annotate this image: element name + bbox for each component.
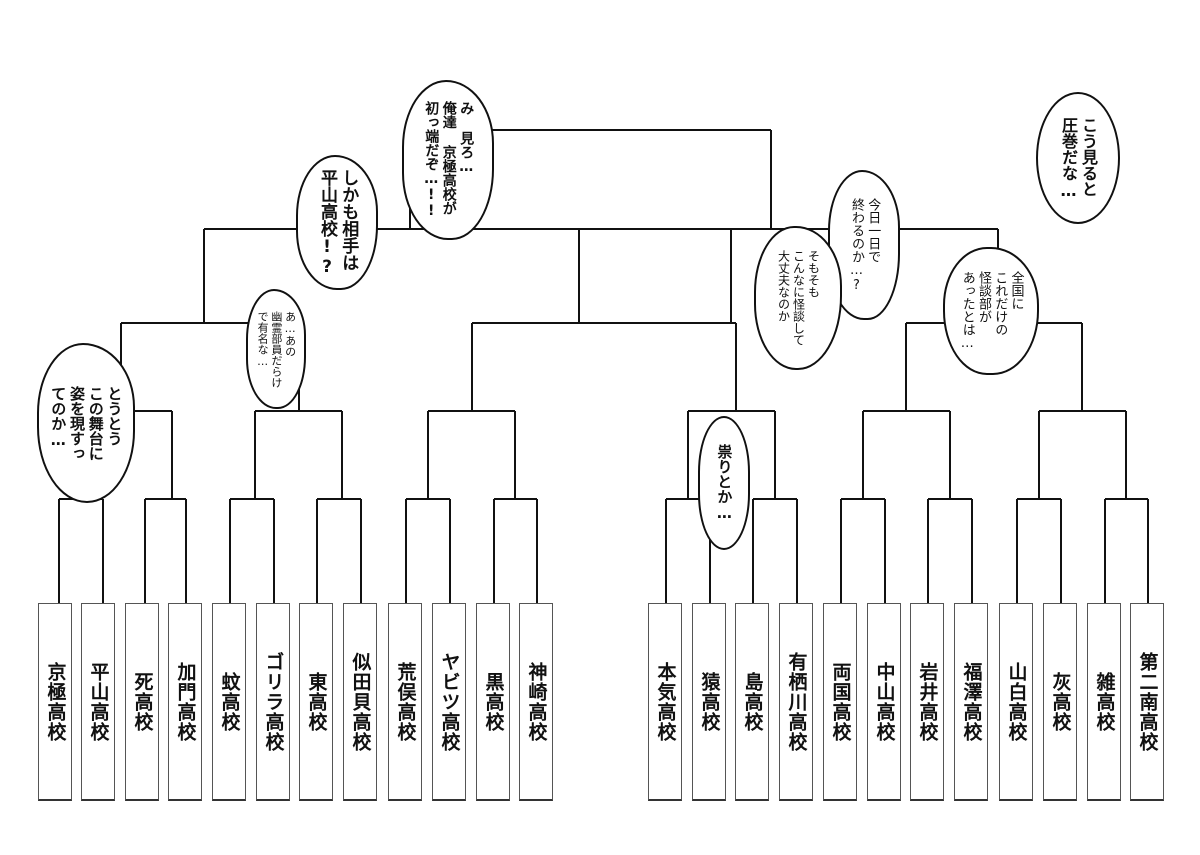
bubble-text: 全国に これだけの 怪談部が あったとは…: [959, 271, 1024, 351]
speech-bubble-finally: とうとう この舞台に 姿を現すっ てのか…: [37, 343, 135, 503]
team-slot: ヤビツ高校: [432, 603, 466, 801]
bubble-text: しかも相手は 平山高校!?: [317, 168, 359, 277]
speech-bubble-okay: そもそも こんなに怪談して 大丈夫なのか: [754, 226, 842, 370]
team-name: ゴリラ高校: [262, 651, 285, 752]
speech-bubble-opponent: しかも相手は 平山高校!?: [296, 155, 378, 290]
team-slot: 神崎高校: [519, 603, 553, 801]
team-name: 似田貝高校: [349, 651, 372, 752]
team-slot: 荒俣高校: [388, 603, 422, 801]
team-name: ヤビツ高校: [438, 651, 461, 752]
team-name: 雑高校: [1093, 671, 1116, 732]
team-name: 両国高校: [829, 661, 852, 742]
team-slot: 死高校: [125, 603, 159, 801]
team-name: 岩井高校: [916, 661, 939, 742]
bubble-text: み 見ろ… 俺達 京極高校が 初っ端だぞ…!!: [423, 101, 475, 219]
team-slot: 山白高校: [999, 603, 1033, 801]
team-slot: 灰高校: [1043, 603, 1077, 801]
speech-bubble-overwhelming: こう見ると 圧巻だな…: [1036, 92, 1120, 224]
team-slot: 似田貝高校: [343, 603, 377, 801]
team-name: 本気高校: [654, 661, 677, 742]
team-slot: 両国高校: [823, 603, 857, 801]
team-slot: 黒高校: [476, 603, 510, 801]
team-slot: 有栖川高校: [779, 603, 813, 801]
team-slot: 第二南高校: [1130, 603, 1164, 801]
bubble-text: あ…あの 幽霊部員だらけ で有名な…: [256, 310, 297, 388]
bubble-text: こう見ると 圧巻だな…: [1059, 116, 1098, 200]
speech-bubble-ghost: あ…あの 幽霊部員だらけ で有名な…: [246, 289, 306, 409]
team-name: 蚊高校: [218, 671, 241, 732]
team-name: 灰高校: [1049, 671, 1072, 732]
team-slot: ゴリラ高校: [256, 603, 290, 801]
team-name: 島高校: [741, 671, 764, 732]
team-slot: 京極高校: [38, 603, 72, 801]
team-name: 猿高校: [698, 671, 721, 732]
team-name: 死高校: [131, 671, 154, 732]
team-slot: 本気高校: [648, 603, 682, 801]
speech-bubble-nationwide: 全国に これだけの 怪談部が あったとは…: [943, 247, 1039, 375]
team-slot: 蚊高校: [212, 603, 246, 801]
team-slot: 岩井高校: [910, 603, 944, 801]
team-name: 第二南高校: [1136, 651, 1159, 752]
team-slot: 島高校: [735, 603, 769, 801]
bubble-text: そもそも こんなに怪談して 大丈夫なのか: [776, 250, 821, 346]
speech-bubble-look: み 見ろ… 俺達 京極高校が 初っ端だぞ…!!: [402, 80, 494, 240]
team-slot: 雑高校: [1087, 603, 1121, 801]
team-name: 荒俣高校: [394, 661, 417, 742]
team-name: 加門高校: [174, 661, 197, 742]
team-name: 有栖川高校: [785, 651, 808, 752]
bubble-text: 祟りとか…: [715, 444, 734, 522]
team-slot: 東高校: [299, 603, 333, 801]
team-slot: 中山高校: [867, 603, 901, 801]
bubble-text: とうとう この舞台に 姿を現すっ てのか…: [49, 385, 124, 461]
team-slot: 平山高校: [81, 603, 115, 801]
team-name: 神崎高校: [525, 661, 548, 742]
team-name: 東高校: [305, 671, 328, 732]
team-name: 京極高校: [44, 661, 67, 742]
speech-bubble-curse: 祟りとか…: [698, 416, 750, 550]
team-slot: 福澤高校: [954, 603, 988, 801]
team-name: 平山高校: [87, 661, 110, 742]
team-slot: 加門高校: [168, 603, 202, 801]
team-name: 黒高校: [482, 671, 505, 732]
team-name: 山白高校: [1005, 661, 1028, 742]
team-name: 中山高校: [873, 661, 896, 742]
team-slot: 猿高校: [692, 603, 726, 801]
team-name: 福澤高校: [960, 661, 983, 742]
bubble-text: 今日一日で 終わるのか…?: [849, 197, 881, 293]
